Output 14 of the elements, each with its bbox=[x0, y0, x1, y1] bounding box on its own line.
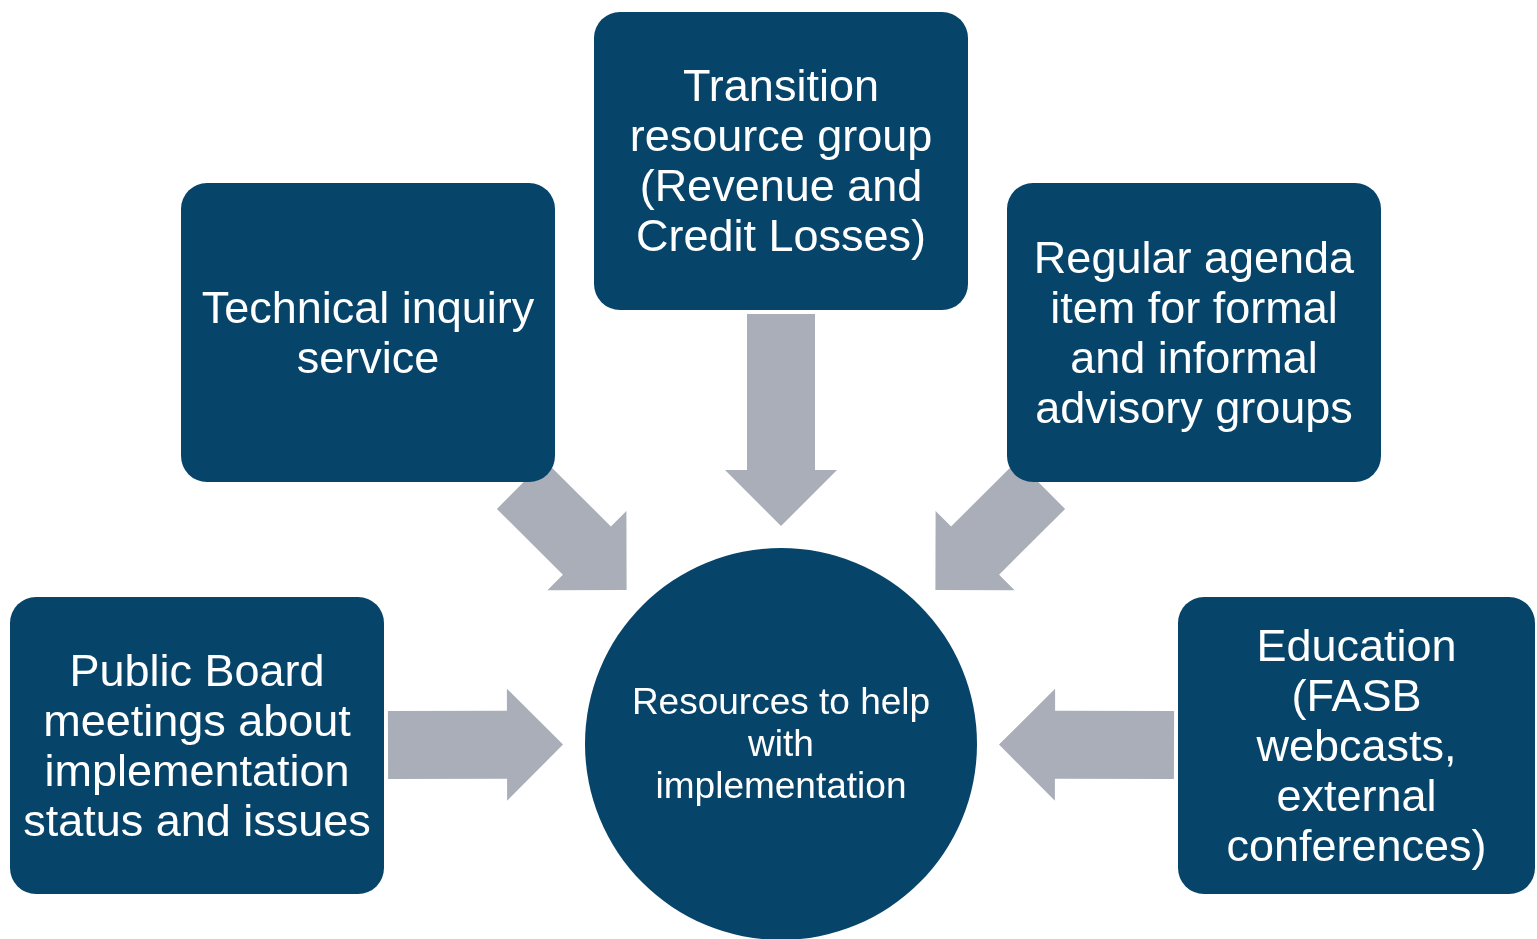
node-label: Public Board meetings about implementation status and issues bbox=[22, 645, 372, 846]
block-arrow bbox=[999, 688, 1175, 801]
resource-box bbox=[1178, 597, 1535, 894]
node-label: Resources to help with implementation bbox=[630, 681, 932, 807]
resource-box bbox=[1007, 183, 1381, 482]
resource-box bbox=[181, 183, 555, 482]
node-label: Transition resource group (Revenue and Credit Losses) bbox=[628, 61, 934, 261]
block-arrow bbox=[387, 688, 563, 801]
node-label: Education (FASB webcasts, external conferences) bbox=[1225, 620, 1488, 871]
node-label: Technical inquiry service bbox=[200, 282, 536, 383]
resource-box bbox=[10, 597, 384, 894]
block-arrow bbox=[725, 314, 837, 526]
resource-box bbox=[594, 12, 968, 310]
node-label: Regular agenda item for formal and informal advisory groups bbox=[1032, 232, 1356, 433]
